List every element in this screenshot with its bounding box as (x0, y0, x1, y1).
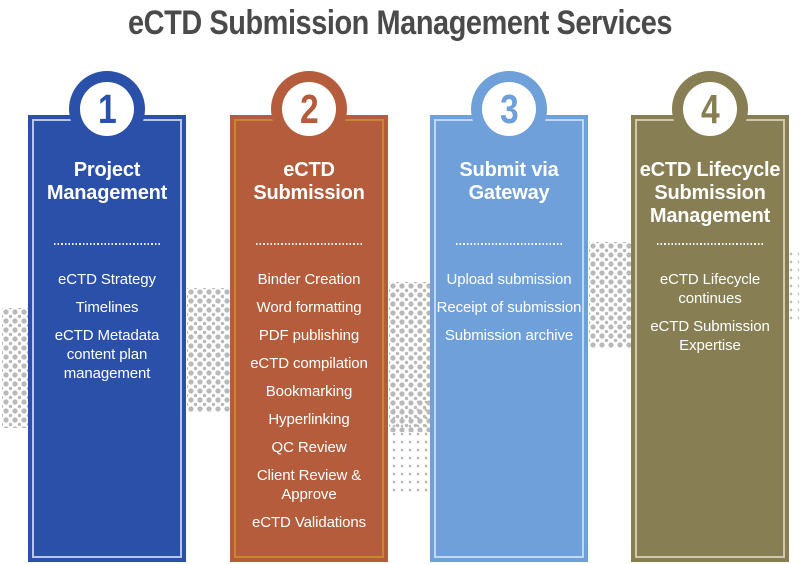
card-heading: eCTD Lifecycle Submission Management (639, 159, 781, 227)
step-number-badge: 3 (471, 71, 547, 147)
card-heading: Submit via Gateway (459, 159, 559, 204)
dotted-separator (256, 243, 362, 245)
step-card-submit-via-gateway: 3 Submit via Gateway Upload submission R… (430, 71, 588, 562)
list-item: eCTD Strategy (58, 271, 156, 288)
dotted-separator (456, 243, 562, 245)
step-number-circle: 1 (80, 82, 134, 136)
halftone-dots-gap-1 (187, 288, 230, 412)
page-title: eCTD Submission Management Services (0, 4, 800, 43)
step-card-project-management: 1 Project Management eCTD Strategy Timel… (28, 71, 186, 562)
card-item-list: Upload submission Receipt of submission … (436, 270, 582, 354)
card-item-list: Binder Creation Word formatting PDF publ… (236, 270, 382, 541)
card-heading: eCTD Submission (253, 159, 365, 204)
list-item: eCTD compilation (250, 355, 368, 372)
list-item: QC Review (271, 439, 347, 456)
halftone-dots-left-edge (2, 308, 29, 428)
page-title-text: eCTD Submission Management Services (127, 4, 673, 42)
step-number-badge: 4 (672, 71, 748, 147)
list-item: Receipt of submission (436, 299, 582, 316)
list-item: Submission archive (444, 327, 574, 344)
list-item: Hyperlinking (268, 411, 350, 428)
list-item: PDF publishing (258, 327, 360, 344)
list-item: Binder Creation (257, 271, 361, 288)
dotted-separator (54, 243, 160, 245)
dotted-separator (657, 243, 763, 245)
step-number-badge: 2 (271, 71, 347, 147)
step-number: 4 (700, 85, 720, 132)
card-item-list: eCTD Strategy Timelines eCTD Metadata co… (34, 270, 180, 392)
step-number-circle: 3 (482, 82, 536, 136)
halftone-dots-right-edge (789, 252, 799, 324)
step-number-circle: 2 (282, 82, 336, 136)
list-item: eCTD Validations (251, 514, 366, 531)
halftone-dots-gap-3 (589, 242, 631, 348)
card-heading: Project Management (46, 159, 168, 204)
step-number: 2 (299, 85, 319, 132)
list-item: Bookmarking (265, 383, 353, 400)
list-item: Upload submission (446, 271, 572, 288)
list-item: eCTD Lifecycle continues (659, 271, 761, 307)
list-item: Client Review & Approve (256, 467, 362, 503)
step-number: 1 (97, 85, 117, 132)
list-item: eCTD Submission Expertise (650, 318, 770, 354)
step-card-lifecycle-management: 4 eCTD Lifecycle Submission Management e… (631, 71, 789, 562)
step-number: 3 (499, 85, 519, 132)
list-item: eCTD Metadata content plan management (54, 327, 160, 382)
step-card-ectd-submission: 2 eCTD Submission Binder Creation Word f… (230, 71, 388, 562)
step-number-badge: 1 (69, 71, 145, 147)
list-item: Word formatting (256, 299, 362, 316)
list-item: Timelines (75, 299, 139, 316)
step-number-circle: 4 (683, 82, 737, 136)
card-item-list: eCTD Lifecycle continues eCTD Submission… (637, 270, 783, 364)
halftone-dots-gap-2-fine (392, 400, 428, 492)
